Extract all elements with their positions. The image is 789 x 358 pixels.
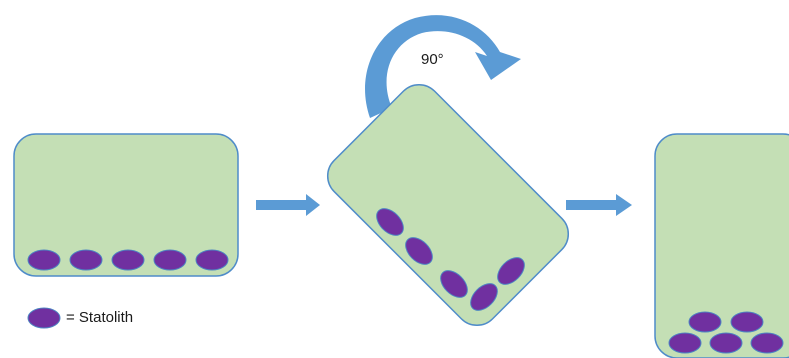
statolith bbox=[27, 249, 61, 271]
rotating-cell bbox=[326, 83, 570, 327]
rotating-cell-statoliths bbox=[376, 208, 525, 311]
rotation-label: 90° bbox=[421, 51, 444, 68]
rotated-cell bbox=[654, 133, 789, 358]
curved-arrow-icon bbox=[365, 15, 521, 118]
statolith bbox=[750, 332, 784, 354]
right-arrow-1 bbox=[256, 194, 320, 216]
right-arrow-2 bbox=[566, 194, 632, 216]
statolith bbox=[111, 249, 145, 271]
statolith bbox=[668, 332, 702, 354]
legend-label: = Statolith bbox=[66, 309, 134, 326]
cell-body bbox=[326, 83, 570, 327]
cell-body bbox=[654, 133, 789, 358]
rotation-arrow: 90° bbox=[365, 15, 521, 118]
statolith bbox=[497, 257, 525, 285]
statolith bbox=[730, 311, 764, 333]
statolith bbox=[376, 208, 404, 236]
statolith bbox=[69, 249, 103, 271]
statolith bbox=[405, 237, 433, 265]
upright-cell bbox=[13, 133, 239, 277]
statolith bbox=[688, 311, 722, 333]
legend-statolith-icon bbox=[27, 307, 61, 329]
statolith bbox=[153, 249, 187, 271]
statolith bbox=[440, 270, 468, 298]
cell-body bbox=[13, 133, 239, 277]
statolith bbox=[470, 283, 498, 311]
statolith bbox=[195, 249, 229, 271]
statolith bbox=[709, 332, 743, 354]
